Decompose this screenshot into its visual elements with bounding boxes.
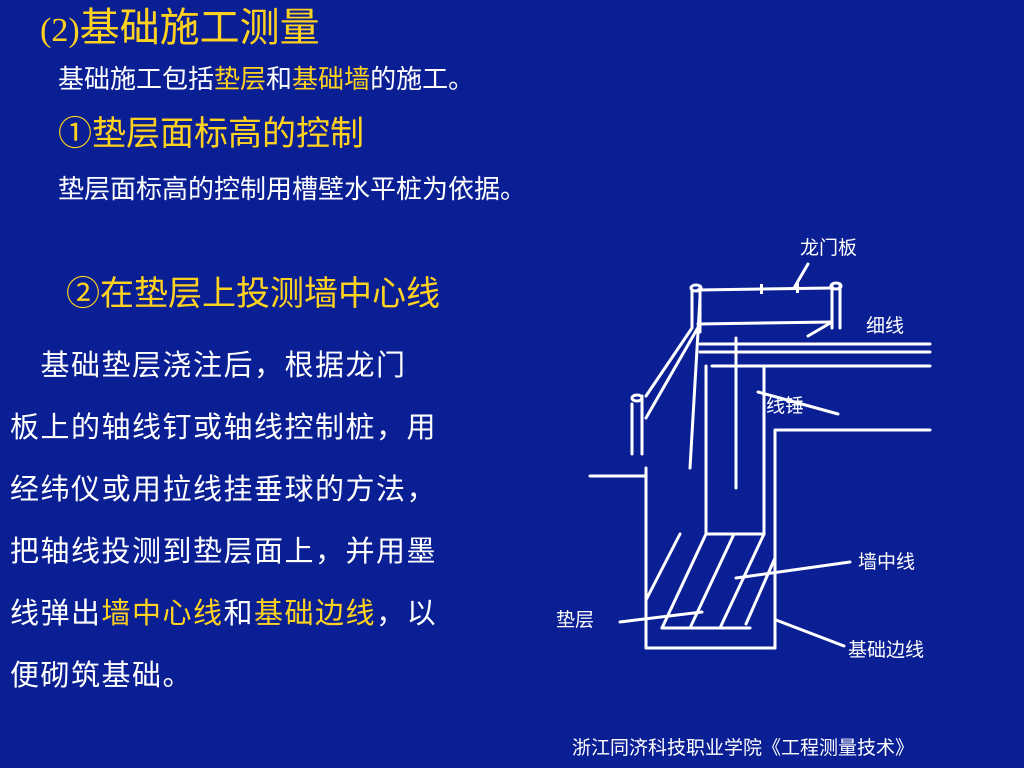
subheading-wall-centerline: ②在垫层上投测墙中心线 bbox=[66, 274, 440, 314]
label-cushion: 垫层 bbox=[556, 609, 594, 631]
label-board: 龙门板 bbox=[800, 237, 857, 259]
highlight-wall-centerline: 墙中心线 bbox=[101, 596, 224, 630]
paragraph-part: 线弹出 bbox=[10, 596, 102, 630]
paragraph-line: 基础垫层浇注后，根据龙门 bbox=[10, 348, 407, 382]
paragraph-line: 板上的轴线钉或轴线控制桩，用 bbox=[10, 410, 438, 444]
paragraph-line: 线弹出墙中心线和基础边线，以 bbox=[10, 582, 520, 644]
ground-left bbox=[588, 474, 648, 502]
label-wall-center: 墙中线 bbox=[858, 551, 915, 573]
slide-title: (2)基础施工测量 bbox=[40, 4, 320, 55]
cushion-elevation-text: 垫层面标高的控制用槽壁水平桩为依据。 bbox=[58, 175, 527, 205]
label-foundation-edge: 基础边线 bbox=[848, 639, 924, 661]
paragraph-part: 和 bbox=[223, 596, 255, 630]
intro-line: 基础施工包括垫层和基础墙的施工。 bbox=[58, 60, 474, 100]
paragraph-part: ，以 bbox=[376, 596, 438, 630]
cushion-edge bbox=[660, 532, 708, 630]
highlight-foundation-edge: 基础边线 bbox=[254, 596, 377, 630]
paragraph-line: 便砌筑基础。 bbox=[10, 658, 194, 692]
paragraph-line: 经纬仪或用拉线挂垂球的方法， bbox=[10, 472, 438, 506]
batter-board bbox=[644, 281, 843, 420]
leader-edge bbox=[774, 618, 846, 648]
foundation-diagram: 龙门板 细线 线锤 墙中线 垫层 基础边线 bbox=[556, 237, 932, 661]
intro-highlight-cushion: 垫层 bbox=[214, 65, 267, 95]
footer-source: 浙江同济科技职业学院《工程测量技术》 bbox=[572, 737, 915, 759]
intro-part: 基础施工包括 bbox=[58, 65, 215, 95]
leader-cushion bbox=[618, 610, 704, 624]
leader-wall-center bbox=[734, 560, 852, 580]
title-number: (2) bbox=[40, 12, 80, 49]
ground-right bbox=[773, 428, 932, 478]
leader-plumb bbox=[756, 390, 840, 416]
wall-centerline-paragraph: 基础垫层浇注后，根据龙门 板上的轴线钉或轴线控制桩，用 经纬仪或用拉线挂垂球的方… bbox=[10, 334, 520, 706]
paragraph-line: 把轴线投测到垫层面上，并用墨 bbox=[10, 534, 438, 568]
label-plumb: 线锤 bbox=[766, 395, 804, 417]
title-text: 基础施工测量 bbox=[79, 5, 320, 51]
intro-part: 的施工。 bbox=[370, 65, 475, 95]
intro-highlight-wall: 基础墙 bbox=[292, 65, 371, 95]
subheading-cushion-elevation: ①垫层面标高的控制 bbox=[58, 114, 364, 154]
left-stake bbox=[630, 393, 644, 456]
intro-part: 和 bbox=[266, 65, 293, 95]
label-thin-line: 细线 bbox=[866, 315, 904, 337]
